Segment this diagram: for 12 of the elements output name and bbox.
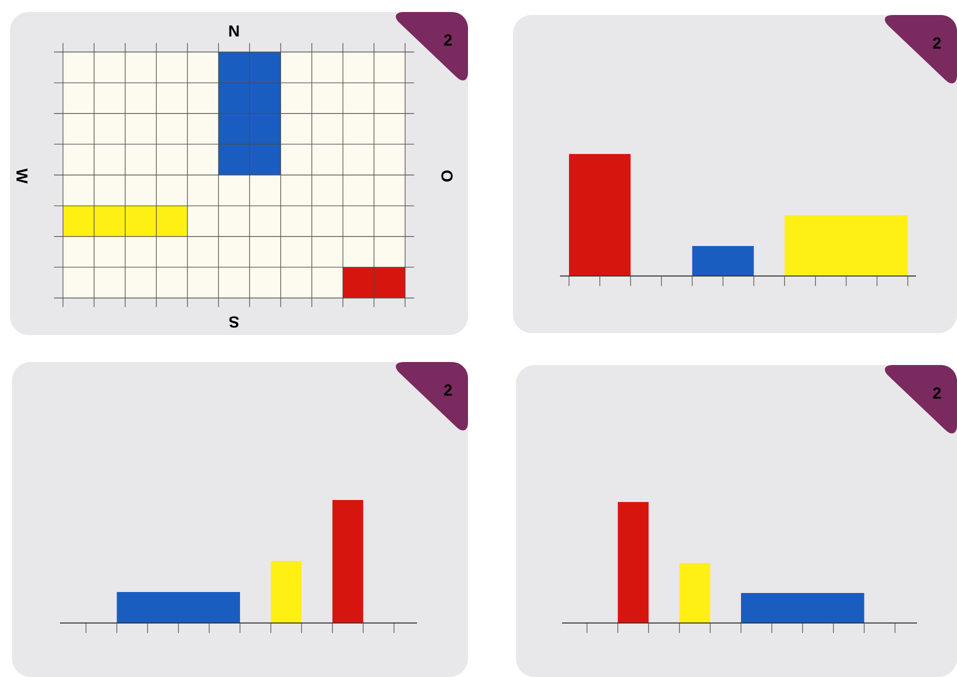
corner-number: 2 — [396, 12, 468, 80]
compass-letter: S — [229, 316, 239, 328]
compass-letter: N — [229, 26, 239, 36]
card — [12, 362, 468, 677]
corner-number: 2 — [884, 365, 957, 434]
compass-letter: W — [16, 168, 28, 184]
compass-letter: O — [441, 170, 453, 182]
corner-number: 2 — [884, 15, 957, 84]
corner-number: 2 — [396, 362, 468, 430]
card — [10, 12, 468, 335]
card — [513, 15, 957, 333]
card — [516, 365, 957, 677]
